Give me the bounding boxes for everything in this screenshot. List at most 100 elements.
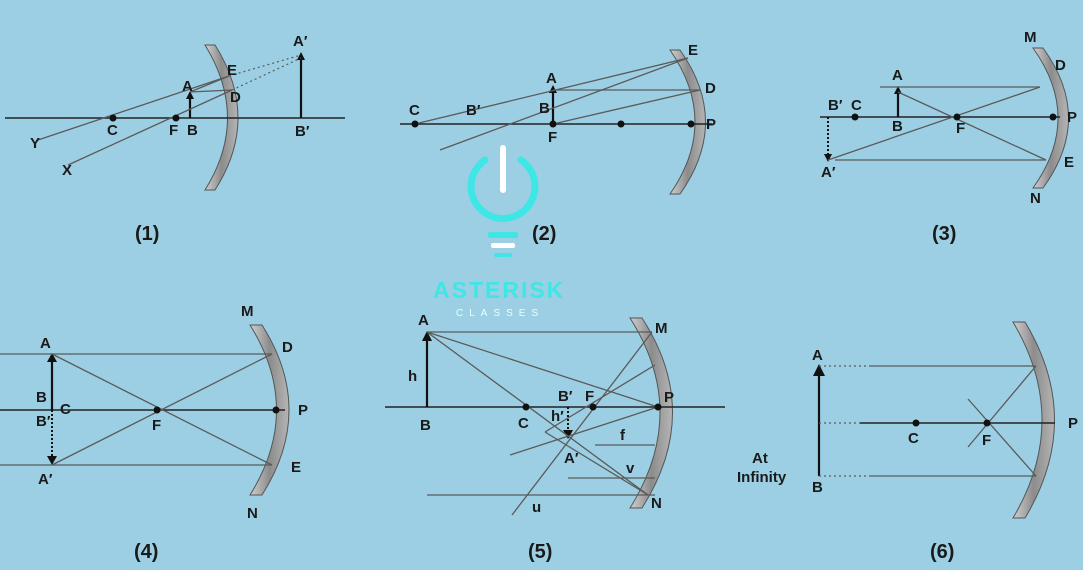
label-d: D xyxy=(705,80,716,97)
point-p xyxy=(654,403,662,411)
ray xyxy=(552,89,701,125)
virtual-ray xyxy=(231,57,302,91)
label-f: F xyxy=(152,417,161,434)
label-m: M xyxy=(655,320,668,337)
concave-mirror xyxy=(1012,321,1055,519)
point-f xyxy=(983,419,991,427)
label-a: A xyxy=(182,78,193,95)
label-a: A xyxy=(546,70,557,87)
bulb-base xyxy=(494,253,512,257)
concave-mirror xyxy=(249,324,290,496)
label-p: P xyxy=(1068,415,1078,432)
label-b: B xyxy=(812,479,823,496)
label-h: h xyxy=(408,368,417,385)
figure-2: C B′ A B F P D E (2) xyxy=(400,42,716,245)
ray xyxy=(967,398,1037,477)
point-c xyxy=(522,403,530,411)
ray xyxy=(544,364,656,433)
caption-2: (2) xyxy=(532,223,556,245)
label-n: N xyxy=(1030,190,1041,207)
label-h-prime: h′ xyxy=(551,408,564,425)
ray xyxy=(426,331,649,496)
bulb-base xyxy=(491,243,515,248)
point-c xyxy=(109,114,117,122)
label-c: C xyxy=(908,430,919,447)
point-c xyxy=(851,113,859,121)
figure-3: A B B′ C F A′ M D P E N (3) xyxy=(820,29,1077,245)
figure-5: A h B C B′ F h′ A′ M P N f v u (5) xyxy=(385,312,725,563)
caption-5: (5) xyxy=(528,541,552,563)
bulb-power-icon xyxy=(467,156,539,222)
arrow-head xyxy=(47,456,57,465)
point-p xyxy=(687,120,695,128)
caption-1: (1) xyxy=(135,223,159,245)
caption-4: (4) xyxy=(134,541,158,563)
label-x: X xyxy=(62,162,72,179)
ray xyxy=(509,406,659,456)
ray xyxy=(897,91,1047,161)
label-a-prime: A′ xyxy=(821,164,836,181)
virtual-ray xyxy=(228,54,302,77)
point-mid xyxy=(617,120,625,128)
label-p: P xyxy=(1067,109,1077,126)
label-d: D xyxy=(230,89,241,106)
label-c: C xyxy=(107,122,118,139)
arrow-head xyxy=(186,91,194,99)
asterisk-classes-logo: ASTERISK CLASSES xyxy=(433,145,565,319)
label-e: E xyxy=(1064,154,1074,171)
label-b-prime: B′ xyxy=(295,123,310,140)
label-a-prime: A′ xyxy=(293,33,308,50)
point-p xyxy=(1049,113,1057,121)
label-u: u xyxy=(532,499,541,516)
label-p: P xyxy=(706,116,716,133)
point-f xyxy=(153,406,161,414)
figure-4: A B B′ C F A′ M D P E N (4) xyxy=(0,303,308,563)
label-a: A xyxy=(418,312,429,329)
label-b-prime: B′ xyxy=(36,413,51,430)
label-e: E xyxy=(688,42,698,59)
figure-6: A B At Infinity C F P (6) xyxy=(737,321,1078,563)
label-f: F xyxy=(169,122,178,139)
brand-name: ASTERISK xyxy=(433,277,565,303)
label-f: F xyxy=(956,120,965,137)
label-b: B xyxy=(539,100,550,117)
point-c xyxy=(411,120,419,128)
label-infinity: Infinity xyxy=(737,469,787,486)
ray xyxy=(426,331,659,408)
label-b-prime: B′ xyxy=(828,97,843,114)
label-a: A xyxy=(892,67,903,84)
arrow-head xyxy=(297,52,305,60)
ray xyxy=(827,86,1041,161)
label-b-prime: B′ xyxy=(466,102,481,119)
ray xyxy=(37,75,230,141)
arrow-head xyxy=(813,364,825,376)
point-p xyxy=(272,406,280,414)
point-f xyxy=(172,114,180,122)
label-p: P xyxy=(298,402,308,419)
label-c: C xyxy=(60,401,71,418)
label-b: B xyxy=(187,122,198,139)
label-v: v xyxy=(626,460,635,477)
caption-6: (6) xyxy=(930,541,954,563)
ray xyxy=(439,57,689,151)
label-n: N xyxy=(651,495,662,512)
point-f xyxy=(953,113,961,121)
label-d: D xyxy=(282,339,293,356)
point-f xyxy=(549,120,557,128)
label-e: E xyxy=(291,459,301,476)
label-c: C xyxy=(409,102,420,119)
label-b: B xyxy=(892,118,903,135)
concave-mirror xyxy=(629,317,673,509)
arrow-head xyxy=(563,430,573,439)
arrow-head xyxy=(47,353,57,362)
label-f-distance: f xyxy=(620,427,626,444)
point-f xyxy=(589,403,597,411)
label-a-prime: A′ xyxy=(38,471,53,488)
bulb-base xyxy=(488,232,518,238)
label-n: N xyxy=(247,505,258,522)
label-p: P xyxy=(664,389,674,406)
ray xyxy=(51,353,273,466)
label-c: C xyxy=(518,415,529,432)
caption-3: (3) xyxy=(932,223,956,245)
ray xyxy=(967,365,1037,448)
